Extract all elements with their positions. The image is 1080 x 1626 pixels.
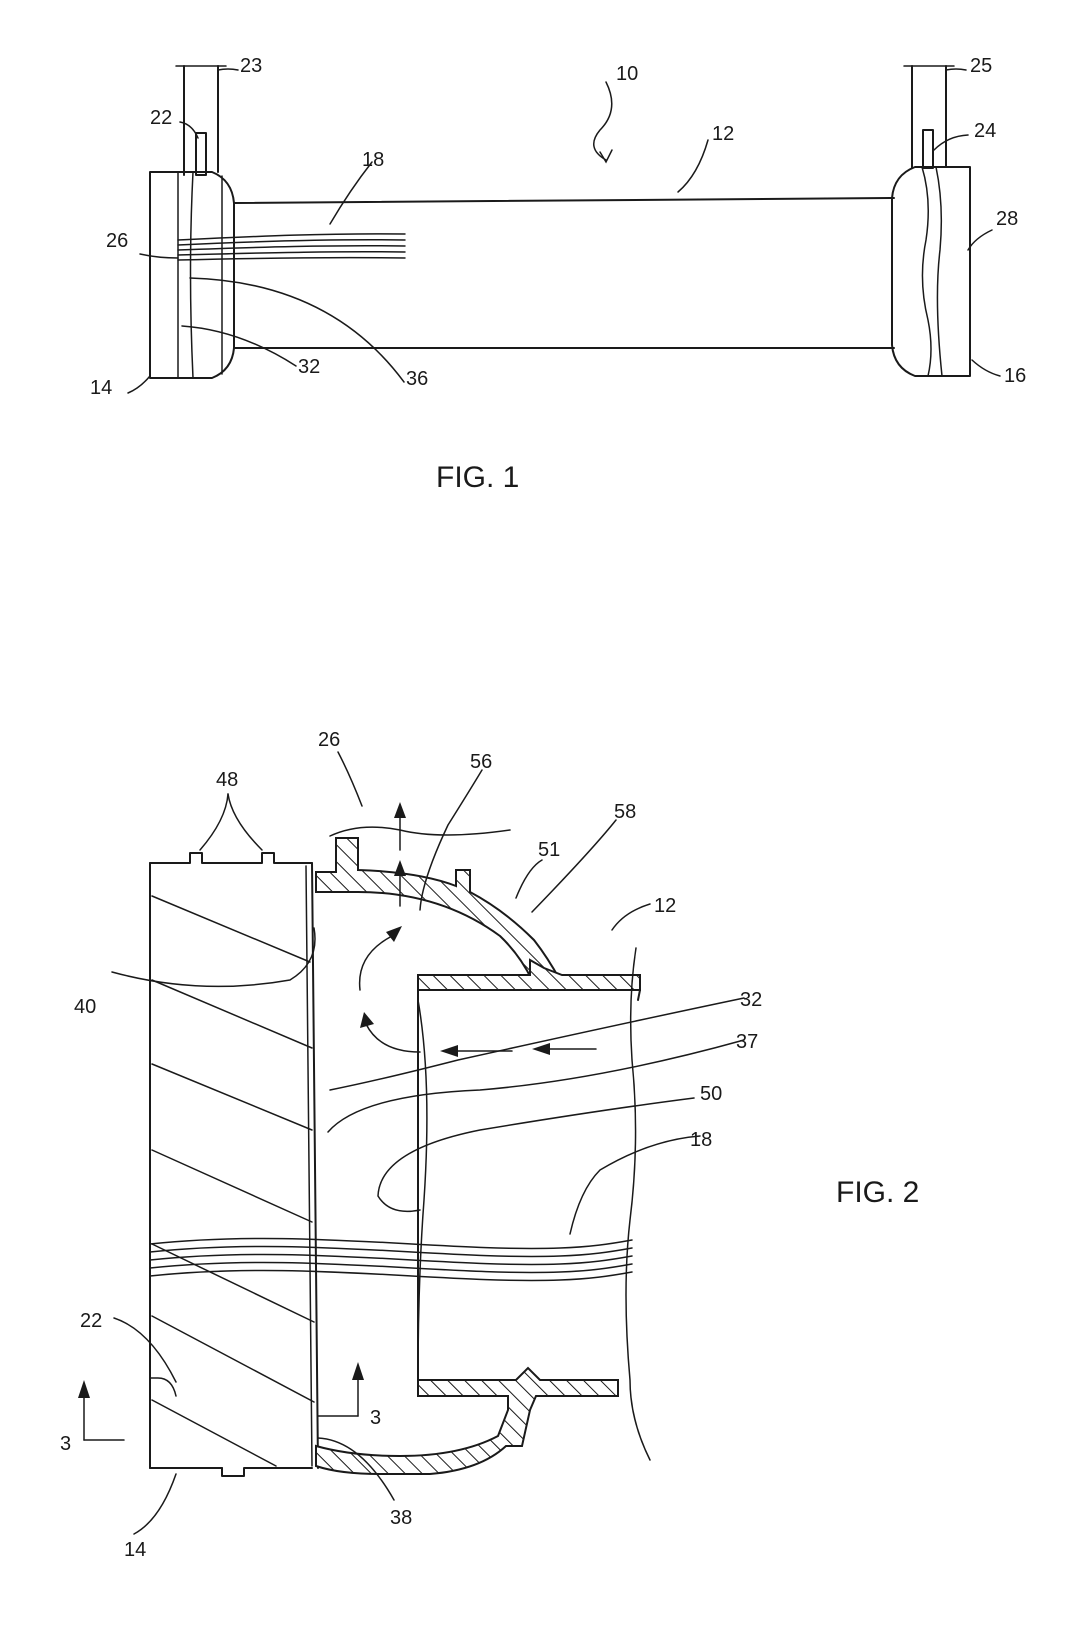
label-38: 38 bbox=[390, 1507, 412, 1529]
label-14: 14 bbox=[90, 377, 112, 399]
label-3-left: 3 bbox=[60, 1433, 71, 1455]
label-18: 18 bbox=[690, 1129, 712, 1151]
fig2-drawing: 48 26 56 58 51 12 40 32 37 50 18 22 3 3 … bbox=[60, 729, 919, 1561]
fig2-break-lines bbox=[417, 947, 651, 1461]
label-22: 26 bbox=[318, 729, 340, 751]
label-32: 32 bbox=[740, 989, 762, 1011]
label-16: 16 bbox=[1004, 365, 1026, 387]
label-36: 36 bbox=[406, 368, 428, 390]
label-32: 32 bbox=[298, 356, 320, 378]
label-58: 58 bbox=[614, 801, 636, 823]
label-51: 51 bbox=[538, 839, 560, 861]
fig2-leader-lines bbox=[111, 751, 745, 1535]
fig1-drawing: 23 22 10 12 18 26 32 36 14 25 24 28 16 F… bbox=[90, 55, 1026, 494]
fig2-flow-arrows bbox=[358, 802, 597, 1057]
fig1-leader-lines bbox=[127, 68, 1001, 394]
fig2-fiber-bundle bbox=[149, 1237, 633, 1282]
fig1-left-pipe bbox=[175, 65, 227, 176]
label-26: 26 bbox=[106, 230, 128, 252]
fig1-right-pipe bbox=[903, 65, 955, 169]
fig2-labels: 48 26 56 58 51 12 40 32 37 50 18 22 3 3 … bbox=[60, 729, 762, 1561]
fig1-right-end-cap bbox=[891, 166, 971, 377]
label-28: 28 bbox=[996, 208, 1018, 230]
fig2-caption: FIG. 2 bbox=[836, 1176, 919, 1209]
label-12: 12 bbox=[712, 123, 734, 145]
fig2-header-upper bbox=[315, 826, 641, 1381]
label-56: 56 bbox=[470, 751, 492, 773]
label-3-right: 3 bbox=[370, 1407, 381, 1429]
label-14: 14 bbox=[124, 1539, 146, 1561]
fig2-header-lower bbox=[315, 1366, 619, 1475]
label-50: 50 bbox=[700, 1083, 722, 1105]
label-18: 18 bbox=[362, 149, 384, 171]
label-40: 40 bbox=[74, 996, 96, 1018]
label-12: 12 bbox=[654, 895, 676, 917]
label-25: 25 bbox=[970, 55, 992, 77]
label-10: 10 bbox=[616, 63, 638, 85]
fig1-caption: FIG. 1 bbox=[436, 461, 519, 494]
fig1-left-end-cap bbox=[149, 171, 235, 379]
fig2-tube-sheet bbox=[149, 852, 319, 1477]
fig1-labels: 23 22 10 12 18 26 32 36 14 25 24 28 16 bbox=[90, 55, 1026, 399]
label-24: 24 bbox=[974, 120, 996, 142]
label-23: 23 bbox=[240, 55, 262, 77]
label-48: 48 bbox=[216, 769, 238, 791]
fig2-section-arrows bbox=[78, 1362, 364, 1441]
fig1-shell bbox=[233, 197, 895, 349]
label-37: 37 bbox=[736, 1031, 758, 1053]
label-26: 22 bbox=[80, 1310, 102, 1332]
label-22: 22 bbox=[150, 107, 172, 129]
fig1-fiber-bundle bbox=[177, 233, 406, 261]
